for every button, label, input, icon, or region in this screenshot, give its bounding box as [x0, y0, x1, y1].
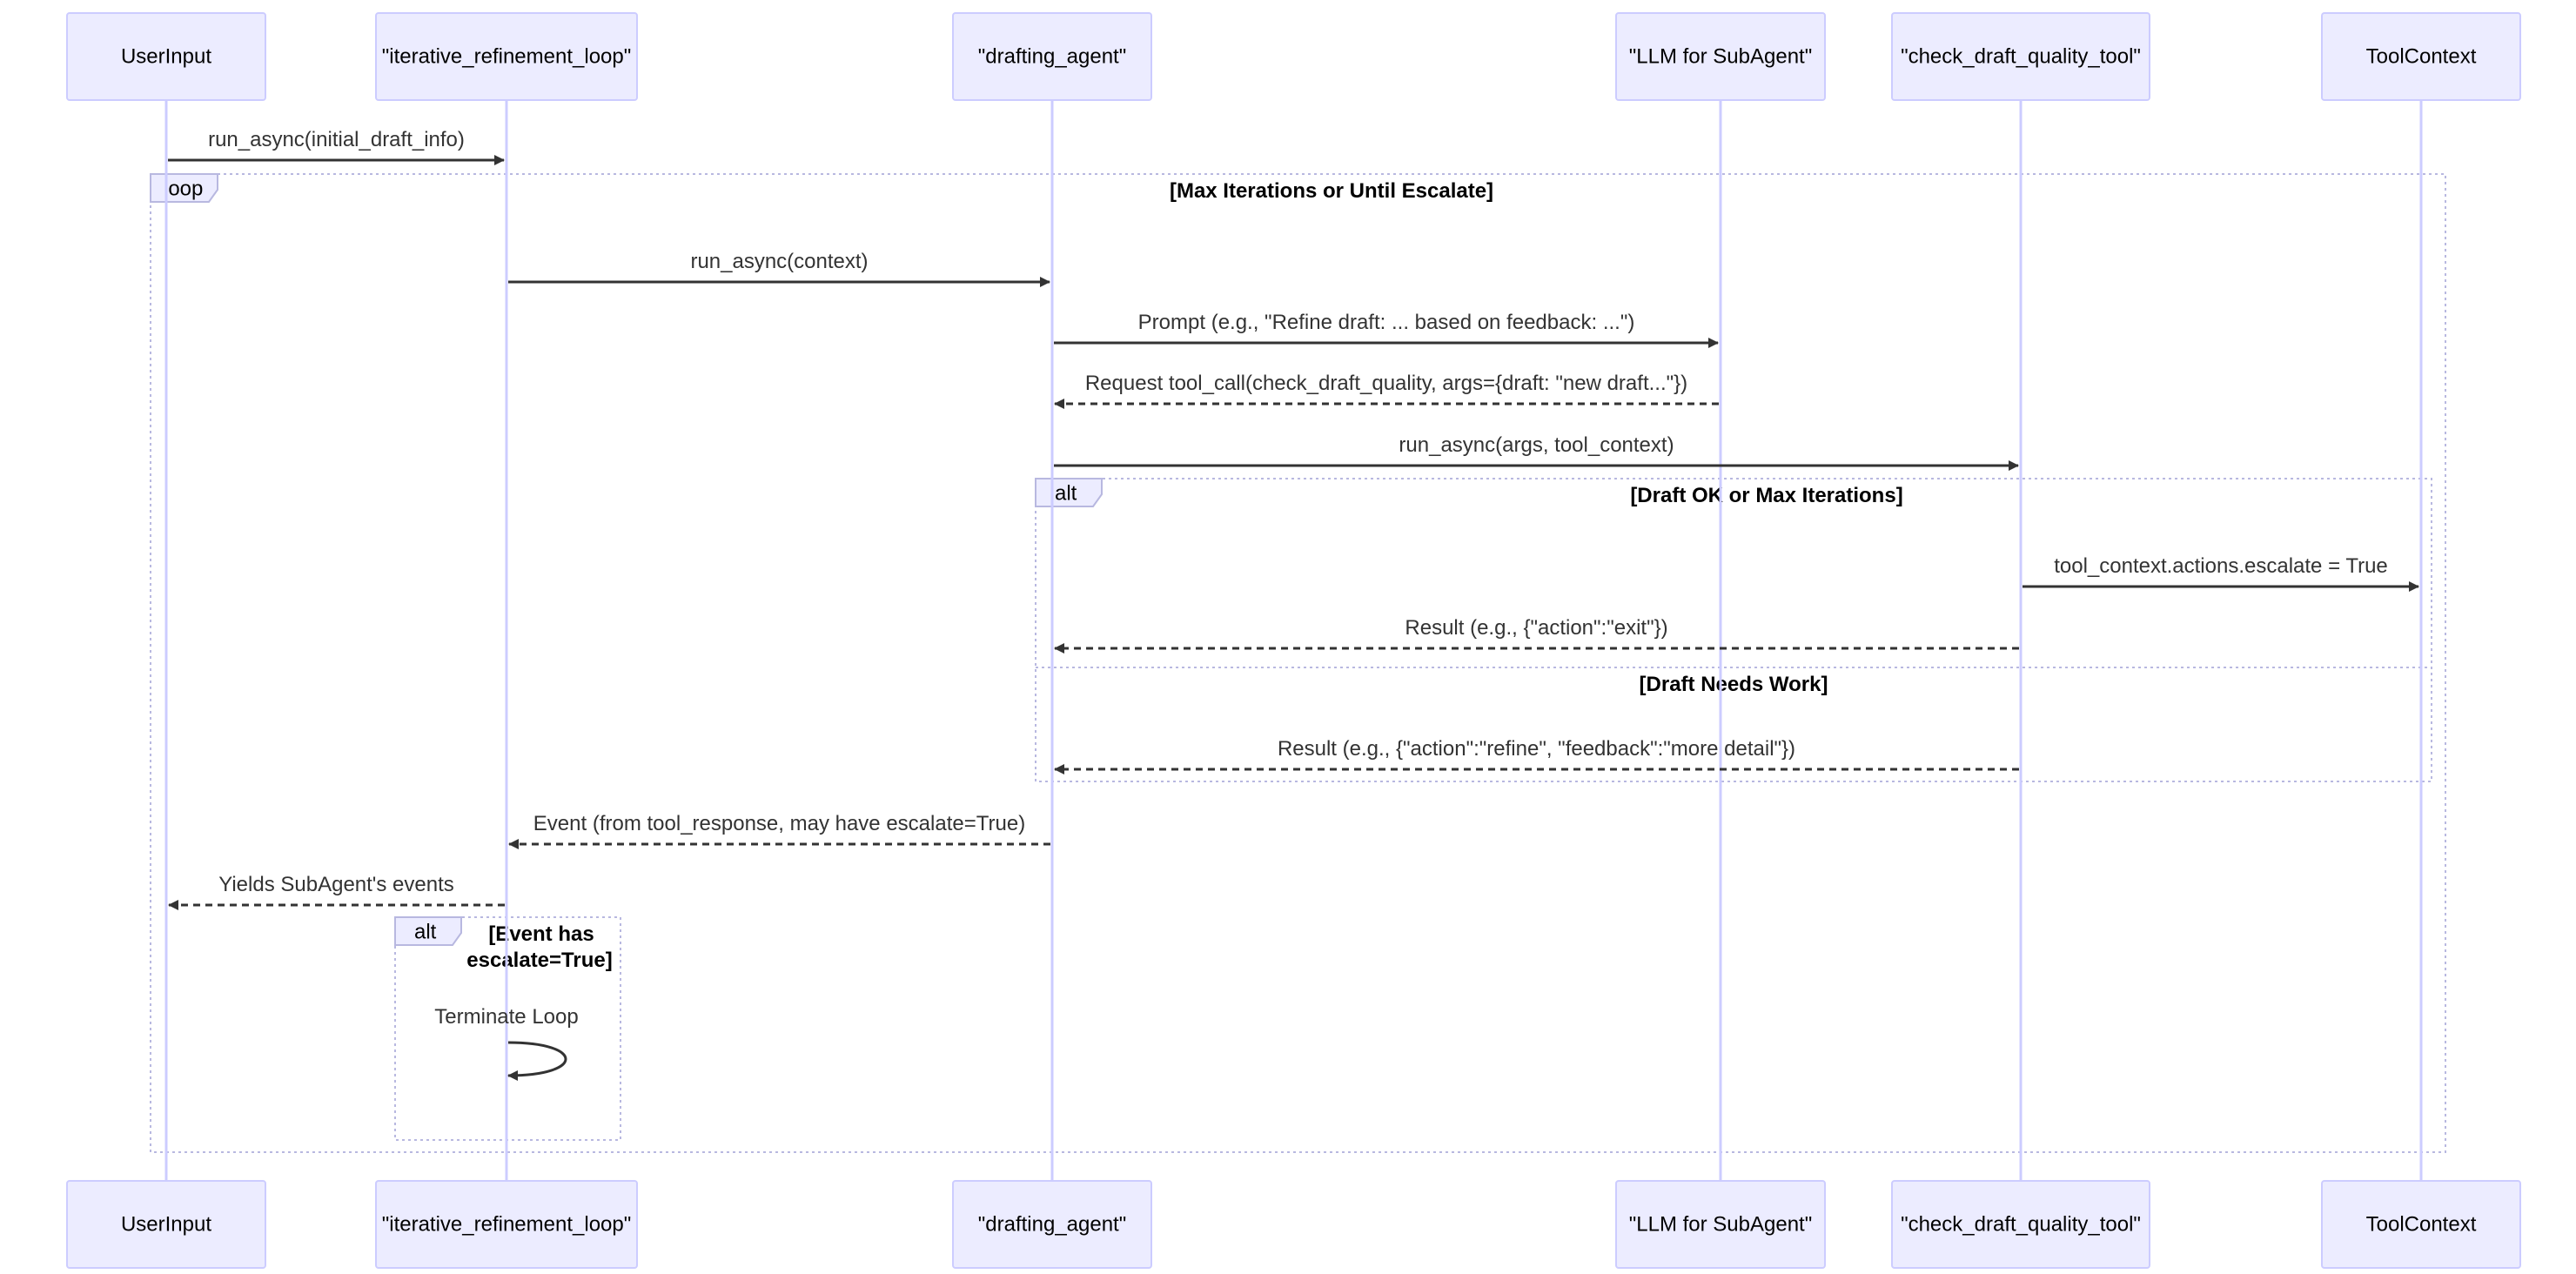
actor-tool-context-bottom: ToolContext: [2321, 1180, 2521, 1269]
alt-frame-quality-kind: alt: [1055, 482, 1077, 506]
alt-frame-escalate-condition-line-1: [Event has: [488, 922, 594, 946]
actor-loop-agent-bottom: "iterative_refinement_loop": [375, 1180, 638, 1269]
message-m3: Prompt (e.g., "Refine draft: ... based o…: [1054, 311, 1719, 348]
actor-label: "LLM for SubAgent": [1629, 45, 1813, 69]
self-message-arrow: [507, 1041, 567, 1081]
message-label: Terminate Loop: [434, 1005, 578, 1029]
alt-frame-escalate-condition-line-2: escalate=True]: [466, 949, 612, 972]
message-label: Yields SubAgent's events: [218, 873, 454, 896]
actor-check-tool-top: "check_draft_quality_tool": [1891, 12, 2150, 101]
message-m6: tool_context.actions.escalate = True: [2023, 554, 2419, 592]
actor-box: [1891, 1180, 2150, 1269]
loop-frame-kind: loop: [164, 178, 203, 201]
message-m10: Yields SubAgent's events: [168, 873, 505, 910]
message-m11: Terminate Loop: [434, 1005, 579, 1081]
actor-loop-agent-top: "iterative_refinement_loop": [375, 12, 638, 101]
actor-llm-bottom: "LLM for SubAgent": [1615, 1180, 1826, 1269]
actor-check-tool-bottom: "check_draft_quality_tool": [1891, 1180, 2150, 1269]
loop-frame-condition: [Max Iterations or Until Escalate]: [1170, 179, 1493, 203]
actor-drafting-agent-top: "drafting_agent": [952, 12, 1152, 101]
message-label: run_async(context): [690, 250, 868, 273]
message-m4: Request tool_call(check_draft_quality, a…: [1054, 372, 1719, 409]
actor-label: "drafting_agent": [978, 1213, 1127, 1237]
alt-frame-quality: [1035, 478, 2432, 782]
actor-box: [1615, 1180, 1826, 1269]
actor-label: "iterative_refinement_loop": [382, 1213, 632, 1237]
actor-user-input-bottom: UserInput: [66, 1180, 266, 1269]
actor-box: [952, 12, 1152, 101]
actor-box: [66, 12, 266, 101]
actor-llm-top: "LLM for SubAgent": [1615, 12, 1826, 101]
messages-layer: run_async(initial_draft_info) run_async(c…: [168, 128, 2419, 1081]
message-m5: run_async(args, tool_context): [1054, 433, 2019, 471]
actor-box: [2321, 1180, 2521, 1269]
actor-box: [375, 12, 638, 101]
actor-label: UserInput: [121, 1213, 211, 1237]
actor-box: [66, 1180, 266, 1269]
actor-label: UserInput: [121, 45, 211, 69]
actors-layer: UserInputUserInput"iterative_refinement_…: [66, 12, 2521, 1269]
actor-label: "iterative_refinement_loop": [382, 45, 632, 69]
alt-frame-escalate-kind: alt: [414, 921, 437, 944]
actor-box: [1891, 12, 2150, 101]
message-m8: Result (e.g., {"action":"refine", "feedb…: [1054, 737, 2019, 774]
actor-box: [1615, 12, 1826, 101]
actor-label: "check_draft_quality_tool": [1901, 1213, 2141, 1237]
message-label: Result (e.g., {"action":"exit"}): [1405, 616, 1667, 640]
message-m2: run_async(context): [508, 250, 1050, 287]
actor-label: ToolContext: [2366, 45, 2477, 69]
actor-box: [375, 1180, 638, 1269]
actor-tool-context-top: ToolContext: [2321, 12, 2521, 101]
actor-label: ToolContext: [2366, 1213, 2477, 1237]
message-m9: Event (from tool_response, may have esca…: [508, 812, 1050, 849]
actor-box: [952, 1180, 1152, 1269]
actor-drafting-agent-bottom: "drafting_agent": [952, 1180, 1152, 1269]
message-label: run_async(initial_draft_info): [208, 128, 465, 151]
message-label: tool_context.actions.escalate = True: [2054, 554, 2388, 578]
message-label: Prompt (e.g., "Refine draft: ... based o…: [1138, 311, 1635, 334]
actor-label: "drafting_agent": [978, 45, 1127, 69]
lifelines-layer: [164, 100, 2423, 1181]
message-label: run_async(args, tool_context): [1399, 433, 1674, 457]
message-m1: run_async(initial_draft_info): [168, 128, 505, 165]
actor-label: "check_draft_quality_tool": [1901, 45, 2141, 69]
message-label: Result (e.g., {"action":"refine", "feedb…: [1278, 737, 1795, 761]
actor-user-input-top: UserInput: [66, 12, 266, 101]
alt-frame-escalate-tab: [394, 916, 462, 946]
message-label: Request tool_call(check_draft_quality, a…: [1085, 372, 1687, 395]
message-label: Event (from tool_response, may have esca…: [533, 812, 1025, 835]
actor-box: [2321, 12, 2521, 101]
message-m7: Result (e.g., {"action":"exit"}): [1054, 616, 2019, 654]
alt-frame-quality-condition: [Draft OK or Max Iterations]: [1630, 484, 1902, 507]
loop-frame: [150, 173, 2446, 1153]
actor-label: "LLM for SubAgent": [1629, 1213, 1813, 1237]
alt-frame-quality-else-condition: [Draft Needs Work]: [1640, 673, 1828, 696]
